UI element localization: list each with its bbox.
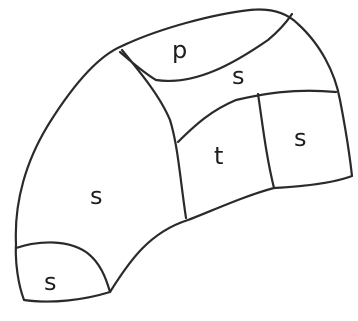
t-right-divider: [258, 94, 274, 188]
label-p: p: [172, 36, 187, 64]
label-s-right: s: [294, 124, 307, 152]
label-s-bottom-left: s: [44, 268, 57, 296]
label-t: t: [214, 142, 223, 170]
left-divider: [122, 50, 186, 218]
bottom-left-arc: [16, 242, 110, 292]
label-s-upper-band: s: [232, 62, 245, 90]
p-region-boundary: [120, 14, 292, 81]
upper-band-divider: [178, 91, 336, 142]
label-s-large-left: s: [90, 182, 103, 210]
